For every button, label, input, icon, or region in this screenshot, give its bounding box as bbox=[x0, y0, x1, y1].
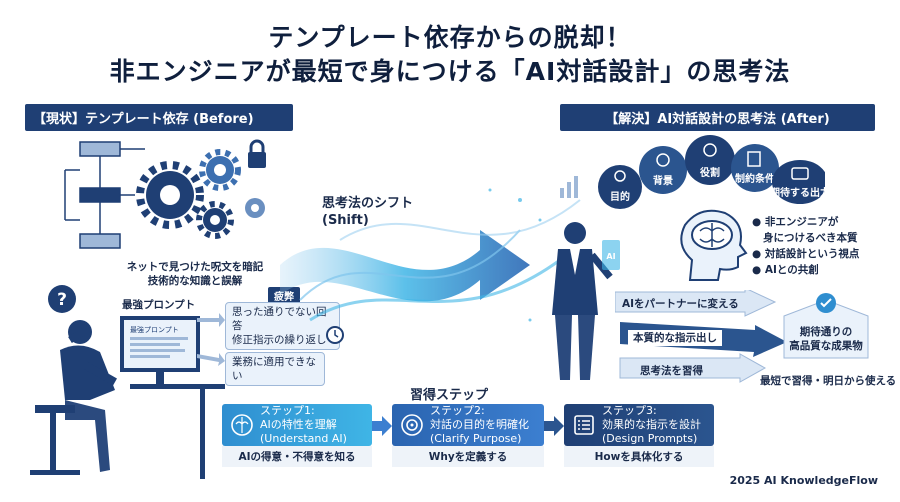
svg-text:AI: AI bbox=[606, 252, 615, 261]
pain-point-2: 業務に適用できない bbox=[225, 352, 325, 386]
svg-text:役割: 役割 bbox=[700, 166, 720, 179]
checklist-icon bbox=[574, 415, 594, 435]
step-2-card: ステップ2: 対話の目的を明確化 (Clarify Purpose) Whyを定… bbox=[392, 404, 544, 467]
user-icon bbox=[703, 143, 717, 157]
bubble-constraints: 制約条件 bbox=[731, 144, 779, 192]
frustrated-person-illustration: 最強プロンプト bbox=[30, 316, 225, 479]
bubble-expected-output: 期待する出力 bbox=[770, 160, 825, 204]
businessman-illustration: AI bbox=[552, 222, 620, 380]
svg-text:目的: 目的 bbox=[610, 190, 630, 203]
arrow-label-instruction: 本質的な指示出し bbox=[628, 330, 722, 346]
shift-arrow bbox=[280, 176, 581, 322]
arrow-label-partner: AIをパートナーに変える bbox=[622, 298, 739, 310]
checkmark-icon bbox=[816, 293, 836, 313]
bubble-purpose: 目的 bbox=[598, 165, 642, 209]
pain-arrows bbox=[197, 313, 225, 366]
result-text: 期待通りの 高品質な成果物 bbox=[789, 326, 863, 352]
svg-text:背景: 背景 bbox=[653, 174, 673, 187]
bubble-role: 役割 bbox=[685, 135, 735, 185]
right-arrows bbox=[615, 290, 787, 383]
question-mark: ? bbox=[57, 290, 67, 310]
strongest-prompt-label: 最強プロンプト bbox=[122, 299, 196, 311]
chat-icon bbox=[791, 167, 809, 180]
gear-icon bbox=[199, 149, 241, 191]
question-bubble-icon: ? bbox=[48, 285, 76, 313]
footer-credit: 2025 AI KnowledgeFlow bbox=[729, 474, 878, 487]
before-caption: ネットで見つけた呪文を暗記 技術的な知識と誤解 bbox=[126, 261, 264, 287]
brain-head-illustration bbox=[680, 209, 748, 281]
gear-icon bbox=[196, 201, 234, 239]
step-2-foot: Whyを定義する bbox=[392, 446, 544, 467]
gear-icon bbox=[245, 198, 265, 218]
before-banner: 【現状】テンプレート依存 (Before) bbox=[25, 104, 293, 131]
arrow-label-master: 思考法を習得 bbox=[640, 365, 703, 377]
brain-icon bbox=[231, 414, 253, 436]
step-arrow bbox=[372, 416, 392, 436]
document-icon bbox=[747, 151, 761, 167]
title-line1: テンプレート依存からの脱却！ bbox=[268, 23, 632, 52]
after-banner: 【解決】AI対話設計の思考法 (After) bbox=[560, 104, 875, 131]
shift-label: 思考法のシフト (Shift) bbox=[322, 196, 414, 228]
lightbulb-icon bbox=[614, 170, 626, 182]
step-3-card: ステップ3: 効果的な指示を設計 (Design Prompts) Howを具体… bbox=[564, 404, 714, 467]
steps-heading: 習得ステップ bbox=[410, 388, 489, 403]
svg-text:期待する出力: 期待する出力 bbox=[770, 186, 825, 199]
fatigue-tag: 疲弊 bbox=[268, 287, 300, 304]
svg-text:最強プロンプト: 最強プロンプト bbox=[130, 326, 179, 334]
flowchart-gears-illustration bbox=[64, 139, 266, 249]
step-3-foot: Howを具体化する bbox=[564, 446, 714, 467]
brain-icon bbox=[691, 220, 733, 250]
pain-point-1: 思った通りでない回答 修正指示の繰り返し bbox=[225, 302, 340, 350]
step-1-card: ステップ1: AIの特性を理解 (Understand AI) AIの得意・不得… bbox=[222, 404, 372, 467]
essence-bullets: ● 非エンジニアが 身につけるべき本質 ● 対話設計という視点 ● AIとの共創 bbox=[752, 216, 860, 276]
concept-bubbles: 目的 背景 役割 制約条件 期待する出力 bbox=[598, 135, 825, 209]
step-arrow bbox=[544, 416, 564, 436]
gear-icon bbox=[136, 161, 204, 229]
clock-icon bbox=[326, 326, 344, 344]
svg-text:制約条件: 制約条件 bbox=[735, 172, 775, 185]
bubble-background: 背景 bbox=[639, 146, 687, 194]
result-caption: 最短で習得・明日から使える bbox=[760, 375, 897, 387]
lock-icon bbox=[248, 139, 266, 168]
person-icon bbox=[656, 153, 670, 167]
step-1-foot: AIの得意・不得意を知る bbox=[222, 446, 372, 467]
target-icon bbox=[401, 414, 423, 436]
title-line2: 非エンジニアが最短で身につける「AI対話設計」の思考法 bbox=[109, 57, 791, 86]
